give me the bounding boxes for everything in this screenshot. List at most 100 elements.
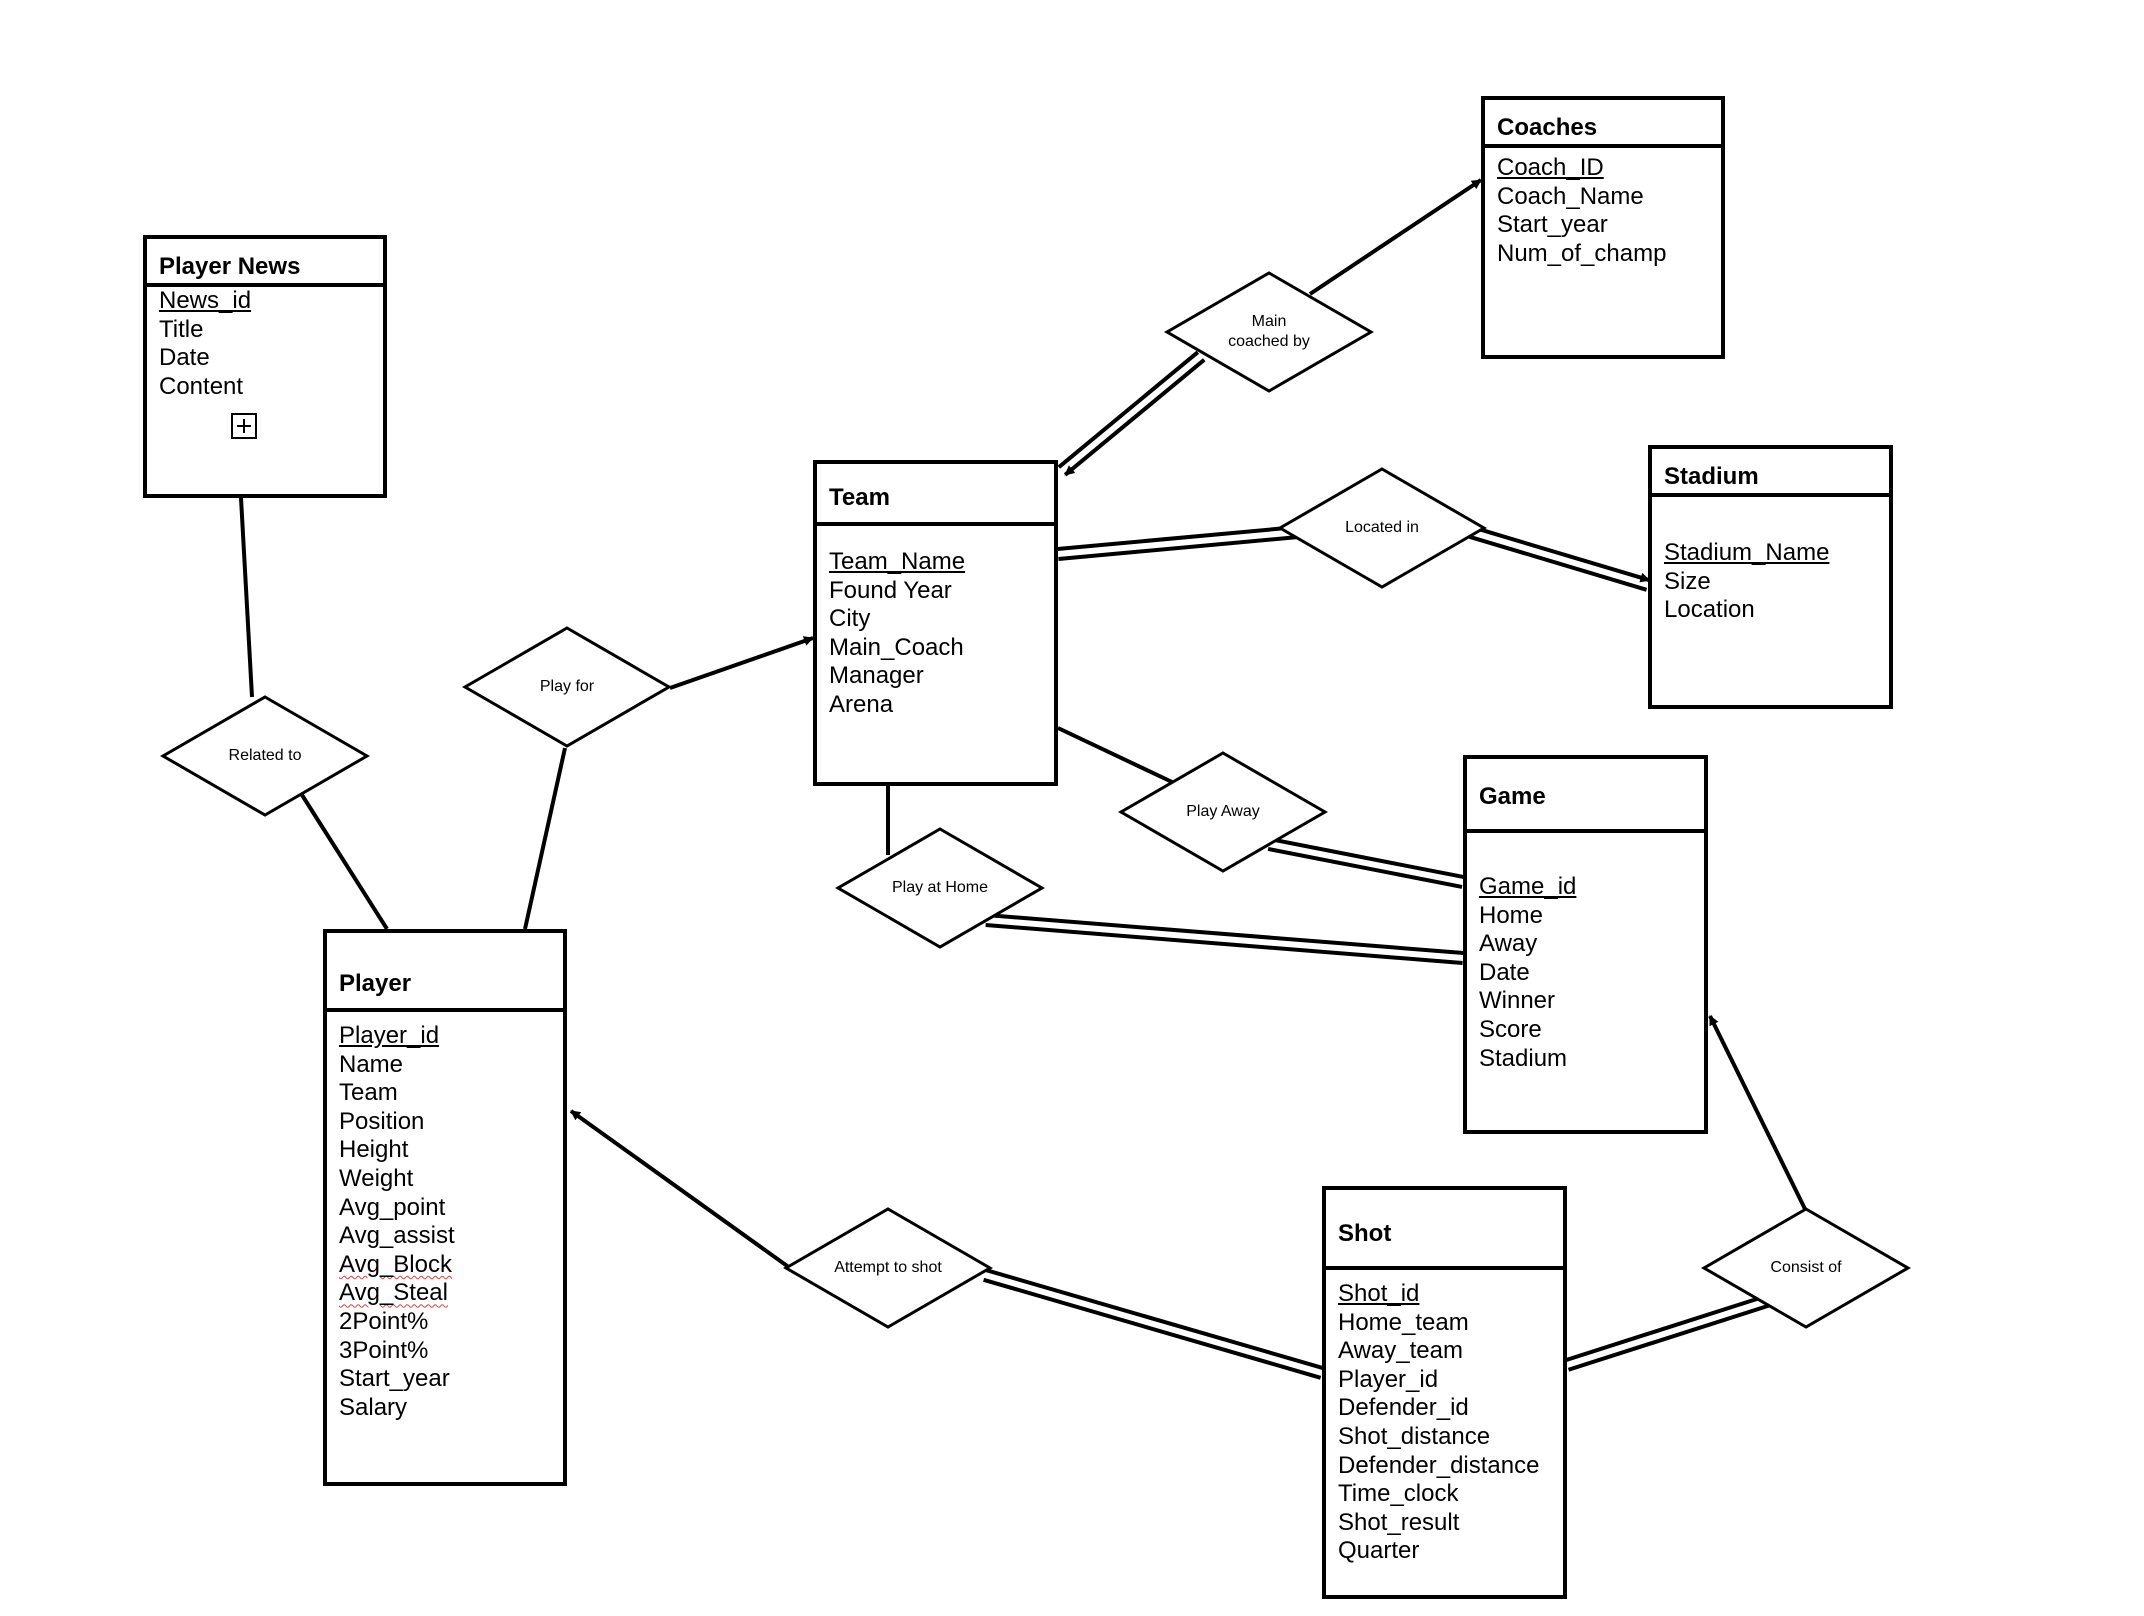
attribute: Title — [159, 315, 204, 343]
connector-double-line — [1471, 525, 1651, 583]
entity-title: Shot — [1326, 1190, 1563, 1270]
attribute: Main_Coach — [829, 633, 964, 661]
attribute: News_id — [159, 287, 252, 314]
connector-double-line — [1468, 534, 1648, 592]
attribute: Name — [339, 1050, 404, 1078]
relationship-label: Related to — [228, 747, 302, 764]
attribute: Game_id — [1479, 873, 1577, 900]
connector-arrow — [1708, 1015, 1808, 1212]
attribute: Home_team — [1338, 1308, 1469, 1336]
connector-line — [300, 793, 389, 931]
connector-arrow — [569, 1109, 792, 1270]
attribute: Size — [1664, 567, 1711, 595]
attribute: Manager — [829, 662, 924, 690]
attribute: Arena — [829, 690, 894, 718]
attribute: Found Year — [829, 576, 952, 604]
entity-title: Player — [327, 933, 563, 1012]
connector-double-line — [985, 922, 1463, 965]
entity-title: Stadium — [1652, 449, 1889, 497]
relationship-related-to[interactable]: Related to — [160, 695, 370, 817]
attribute: Start_year — [339, 1365, 450, 1393]
attribute: Coach_Name — [1497, 182, 1644, 210]
attribute: Start_year — [1497, 211, 1608, 239]
connector-double-line — [1269, 837, 1465, 880]
relationship-label: Play at Home — [891, 879, 989, 896]
attribute: City — [829, 605, 871, 633]
attribute: Date — [159, 344, 210, 372]
attribute: Date — [1479, 958, 1530, 986]
attribute: Team — [339, 1079, 398, 1107]
connector-arrow — [1308, 178, 1483, 296]
relationship-label: Consist of — [1770, 1259, 1842, 1276]
relationship-play-at-home[interactable]: Play at Home — [835, 827, 1045, 949]
attribute: Salary — [339, 1393, 408, 1421]
relationship-consist-of[interactable]: Consist of — [1701, 1207, 1911, 1329]
attribute: Quarter — [1338, 1537, 1420, 1565]
relationship-label: Main coached by — [1228, 313, 1310, 350]
connector-arrow — [669, 636, 814, 690]
relationship-play-away[interactable]: Play Away — [1118, 751, 1328, 873]
attribute: Score — [1479, 1015, 1542, 1043]
relationship-play-for[interactable]: Play for — [462, 626, 672, 748]
attribute: Height — [339, 1136, 409, 1164]
relationship-label: Play Away — [1186, 803, 1260, 820]
attribute: Location — [1664, 596, 1755, 624]
attribute: Player_id — [339, 1022, 440, 1049]
attribute: Avg_Steal — [339, 1279, 448, 1307]
relationship-label: Play for — [539, 678, 595, 695]
relationship-main-coached-by[interactable]: Main coached by — [1164, 271, 1374, 393]
entity-title: Game — [1467, 759, 1704, 833]
relationship-located-in[interactable]: Located in — [1277, 467, 1487, 589]
entity-title: Coaches — [1485, 100, 1721, 148]
attribute: Shot_id — [1338, 1280, 1420, 1307]
relationship-attempt-to-shot[interactable]: Attempt to shot — [783, 1207, 993, 1329]
attribute: Defender_distance — [1338, 1451, 1540, 1479]
attribute: Home — [1479, 901, 1544, 929]
attribute: Num_of_champ — [1497, 239, 1667, 267]
attribute: Stadium_Name — [1664, 539, 1830, 566]
attribute: 3Point% — [339, 1336, 429, 1364]
attribute: Winner — [1479, 987, 1556, 1015]
connector-double-line — [1057, 350, 1200, 469]
connector-double-line — [1063, 358, 1206, 477]
attribute: Weight — [339, 1164, 414, 1192]
connector-double-line — [983, 1277, 1322, 1380]
connector-double-line — [1057, 525, 1298, 552]
attribute: Defender_id — [1338, 1394, 1469, 1422]
attribute: 2Point% — [339, 1307, 429, 1335]
connector-double-line — [1058, 534, 1299, 561]
connector-double-line — [1564, 1293, 1770, 1363]
entity-title: Team — [817, 464, 1054, 526]
relationship-label: Attempt to shot — [834, 1259, 942, 1276]
connector-line — [239, 497, 254, 698]
connector-line — [1057, 726, 1173, 784]
attribute: Coach_ID — [1497, 154, 1604, 181]
attribute: Away_team — [1338, 1337, 1463, 1365]
attribute: Stadium — [1479, 1044, 1568, 1072]
attribute: Shot_distance — [1338, 1422, 1491, 1450]
connector-line — [523, 747, 567, 930]
entity-title: Player News — [147, 239, 383, 287]
attribute: Content — [159, 372, 244, 400]
attribute: Avg_Block — [339, 1250, 452, 1278]
connector-double-line — [985, 1268, 1324, 1371]
attribute: Avg_assist — [339, 1222, 455, 1250]
connector-double-line — [986, 913, 1464, 956]
plus-square-icon[interactable] — [231, 413, 257, 439]
